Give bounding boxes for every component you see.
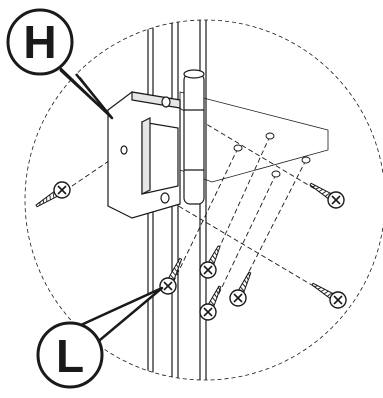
callout-h-circle — [6, 8, 74, 76]
hinge-barrel — [183, 73, 205, 205]
phillips-screw-icon — [309, 182, 345, 209]
callout-l: L — [36, 286, 164, 389]
callout-l-circle — [36, 321, 104, 389]
detail-circle — [24, 19, 383, 381]
callout-h-label: H — [23, 16, 56, 68]
hinge-hole-side — [120, 145, 128, 155]
hinge-hole-bottom — [160, 192, 170, 204]
callout-h: H — [6, 8, 114, 120]
wall-plate-holes — [233, 132, 311, 178]
callout-l-label: L — [56, 330, 84, 382]
hinge-hole-top — [161, 96, 171, 108]
phillips-screw-icon — [311, 282, 347, 309]
phillips-screw-icon — [199, 245, 221, 279]
phillips-screw-icon — [229, 271, 252, 307]
hinge — [107, 69, 205, 219]
phillips-screw-icon — [199, 285, 222, 321]
phillips-screw-icon — [159, 257, 183, 295]
screws-group — [35, 181, 347, 321]
phillips-screw-icon — [35, 181, 71, 208]
